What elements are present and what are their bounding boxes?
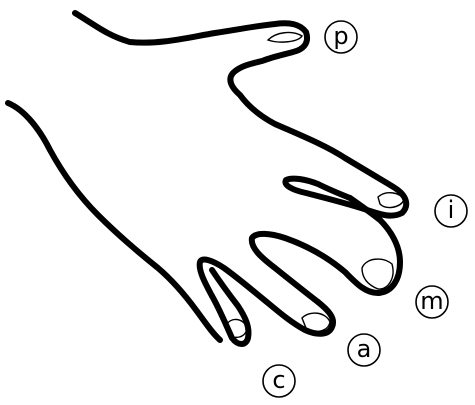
- label-m-text: m: [420, 287, 443, 315]
- middle-nail: [362, 259, 393, 289]
- ring-nail: [302, 313, 330, 331]
- hand-outline-lower: [8, 103, 220, 340]
- label-c: c: [263, 365, 295, 397]
- label-m: m: [416, 286, 448, 318]
- index-nail: [378, 193, 404, 208]
- label-a: a: [348, 334, 380, 366]
- label-c-text: c: [272, 366, 285, 394]
- label-p-text: p: [333, 22, 348, 50]
- label-p: p: [325, 21, 357, 53]
- label-i: i: [435, 195, 467, 227]
- thumb-nail: [268, 33, 302, 43]
- label-i-text: i: [448, 196, 455, 224]
- label-a-text: a: [357, 335, 372, 363]
